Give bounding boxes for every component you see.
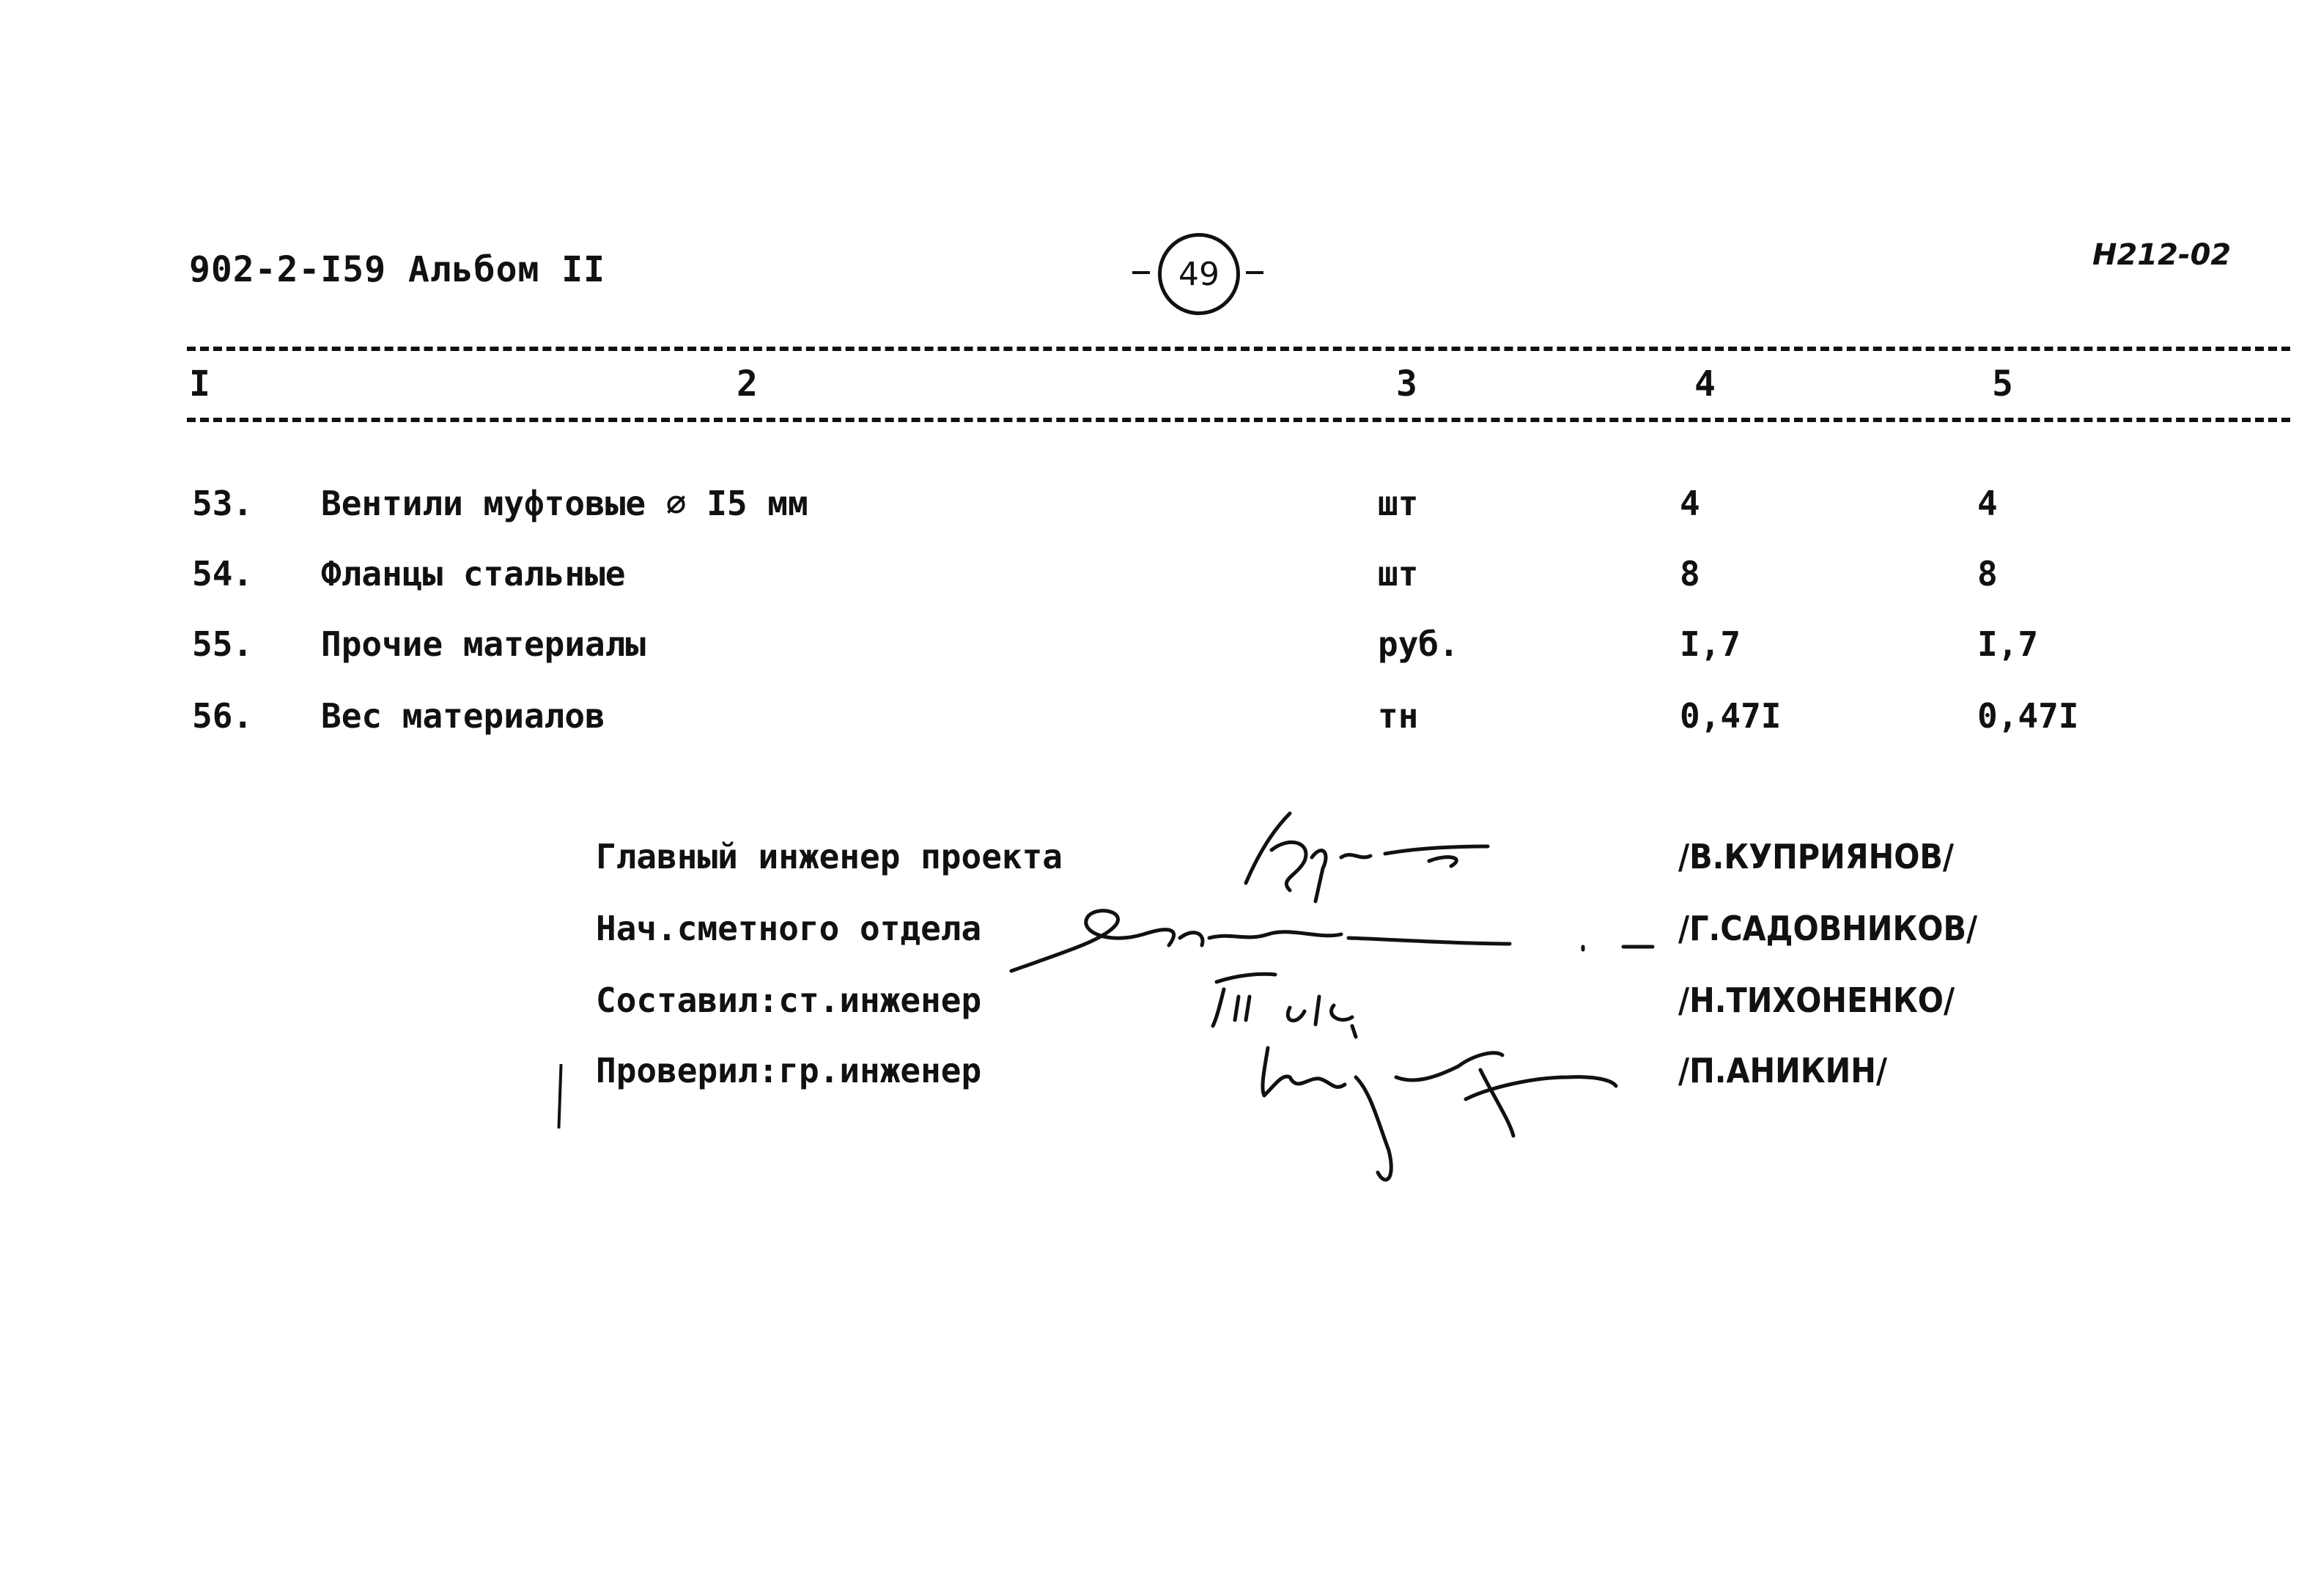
signatory-role: Нач.сметного отдела [596,909,982,948]
row-number: 55. [192,624,254,664]
signature-4 [1261,1046,1618,1182]
page-number-dash-left [1132,271,1150,274]
signatory-role: Составил:ст.инженер [596,980,982,1020]
row-value-col4: 4 [1680,484,1700,523]
row-unit: руб. [1378,624,1459,664]
row-item-name: Вентили муфтовые ∅ I5 мм [321,484,808,523]
column-header-5: 5 [1992,363,2013,404]
page-number: 49 [1158,233,1240,315]
column-header-4: 4 [1694,363,1716,404]
column-header-2: 2 [737,363,758,404]
row-value-col4: I,7 [1680,624,1741,664]
row-item-name: Фланцы стальные [321,554,626,594]
row-unit: шт [1378,554,1419,594]
signatory-name: /В.КУПРИЯНОВ/ [1678,837,1955,876]
signature-row: Составил:ст.инженер /Н.ТИХОНЕНКО/ [0,980,2310,1039]
signature-2 [1009,909,1655,973]
row-item-name: Вес материалов [321,696,605,736]
signatory-name: /Н.ТИХОНЕНКО/ [1678,980,1955,1020]
table-row: 56. Вес материалов тн 0,47I 0,47I [0,696,2310,755]
table-row: 54. Фланцы стальные шт 8 8 [0,554,2310,613]
table-row: 55. Прочие материалы руб. I,7 I,7 [0,624,2310,683]
row-value-col4: 8 [1680,554,1700,594]
row-number: 56. [192,696,254,736]
row-value-col5: 4 [1977,484,1998,523]
signatory-name: /П.АНИКИН/ [1678,1051,1887,1090]
row-number: 54. [192,554,254,594]
row-value-col5: I,7 [1977,624,2039,664]
row-number: 53. [192,484,254,523]
signature-row: Проверил:гр.инженер /П.АНИКИН/ [0,1051,2310,1109]
row-item-name: Прочие материалы [321,624,646,664]
row-unit: шт [1378,484,1419,523]
table-row: 53. Вентили муфтовые ∅ I5 мм шт 4 4 [0,484,2310,542]
row-value-col5: 0,47I [1977,696,2079,736]
header-rule-top [187,347,2290,351]
signature-row: Нач.сметного отдела /Г.САДОВНИКОВ/ [0,909,2310,967]
signatory-name: /Г.САДОВНИКОВ/ [1678,909,1978,948]
signatory-role: Главный инженер проекта [596,837,1063,876]
row-unit: тн [1378,696,1419,736]
document-code: 902-2-I59 Альбом II [189,249,606,290]
row-value-col5: 8 [1977,554,1998,594]
page-number-dash-right [1246,271,1263,274]
signatory-role: Проверил:гр.инженер [596,1051,982,1090]
signature-3 [1211,972,1358,1039]
archive-code: Н212-02 [2092,238,2232,272]
column-header-1: I [189,363,210,404]
signature-row: Главный инженер проекта /В.КУПРИЯНОВ/ [0,837,2310,895]
row-value-col4: 0,47I [1680,696,1782,736]
header-rule-bottom [187,418,2290,422]
signature-1 [1244,811,1490,904]
column-header-3: 3 [1396,363,1417,404]
